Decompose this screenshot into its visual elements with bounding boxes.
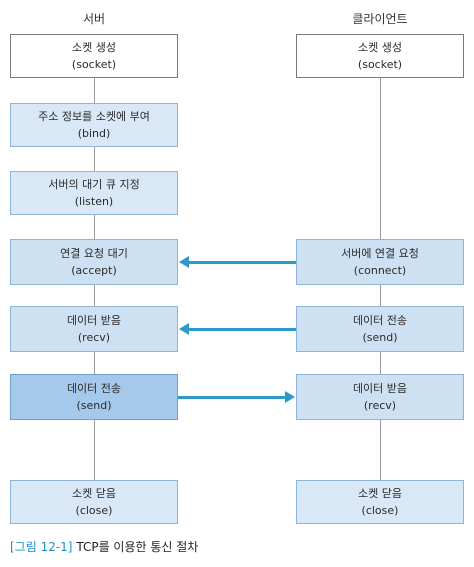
arrow-connect-to-accept <box>179 256 296 268</box>
step-function: (close) <box>361 504 399 517</box>
step-function: (socket) <box>71 58 117 71</box>
server-step-send: 데이터 전송 (send) <box>10 374 178 420</box>
figure-number: [그림 12-1] <box>10 540 73 554</box>
server-column-title: 서버 <box>82 12 106 26</box>
server-step-recv: 데이터 받음 (recv) <box>10 306 178 352</box>
step-title: 데이터 받음 <box>66 314 122 327</box>
step-function: (bind) <box>77 127 111 140</box>
step-function: (accept) <box>71 264 117 277</box>
step-title: 서버의 대기 큐 지정 <box>48 178 140 191</box>
step-title: 서버에 연결 요청 <box>341 247 419 260</box>
step-function: (close) <box>75 504 113 517</box>
step-title: 소켓 생성 <box>358 41 402 54</box>
arrow-head-icon <box>179 256 189 268</box>
step-title: 소켓 생성 <box>72 41 116 54</box>
arrow-head-icon <box>179 323 189 335</box>
client-step-connect: 서버에 연결 요청 (connect) <box>296 239 464 285</box>
step-title: 데이터 전송 <box>66 382 122 395</box>
arrow-send-to-recv <box>179 323 296 335</box>
step-function: (send) <box>362 331 398 344</box>
step-function: (send) <box>76 399 112 412</box>
arrow-send-to-client-recv <box>178 391 295 403</box>
step-title: 연결 요청 대기 <box>60 247 128 260</box>
step-function: (listen) <box>74 195 114 208</box>
step-function: (recv) <box>77 331 111 344</box>
figure-title: TCP를 이용한 통신 절차 <box>76 540 199 554</box>
server-step-accept: 연결 요청 대기 (accept) <box>10 239 178 285</box>
server-step-listen: 서버의 대기 큐 지정 (listen) <box>10 171 178 215</box>
arrow-head-icon <box>285 391 295 403</box>
step-function: (recv) <box>363 399 397 412</box>
step-function: (socket) <box>357 58 403 71</box>
server-step-socket: 소켓 생성 (socket) <box>10 34 178 78</box>
client-step-send: 데이터 전송 (send) <box>296 306 464 352</box>
figure-caption: [그림 12-1] TCP를 이용한 통신 절차 <box>10 538 198 555</box>
step-title: 데이터 전송 <box>352 314 408 327</box>
client-step-recv: 데이터 받음 (recv) <box>296 374 464 420</box>
client-step-socket: 소켓 생성 (socket) <box>296 34 464 78</box>
step-function: (connect) <box>353 264 407 277</box>
step-title: 소켓 닫음 <box>72 487 116 500</box>
step-title: 데이터 받음 <box>352 382 408 395</box>
server-step-close: 소켓 닫음 (close) <box>10 480 178 524</box>
server-step-bind: 주소 정보를 소켓에 부여 (bind) <box>10 103 178 147</box>
step-title: 주소 정보를 소켓에 부여 <box>38 110 150 123</box>
client-step-close: 소켓 닫음 (close) <box>296 480 464 524</box>
step-title: 소켓 닫음 <box>358 487 402 500</box>
client-column-title: 클라이언트 <box>352 12 408 26</box>
